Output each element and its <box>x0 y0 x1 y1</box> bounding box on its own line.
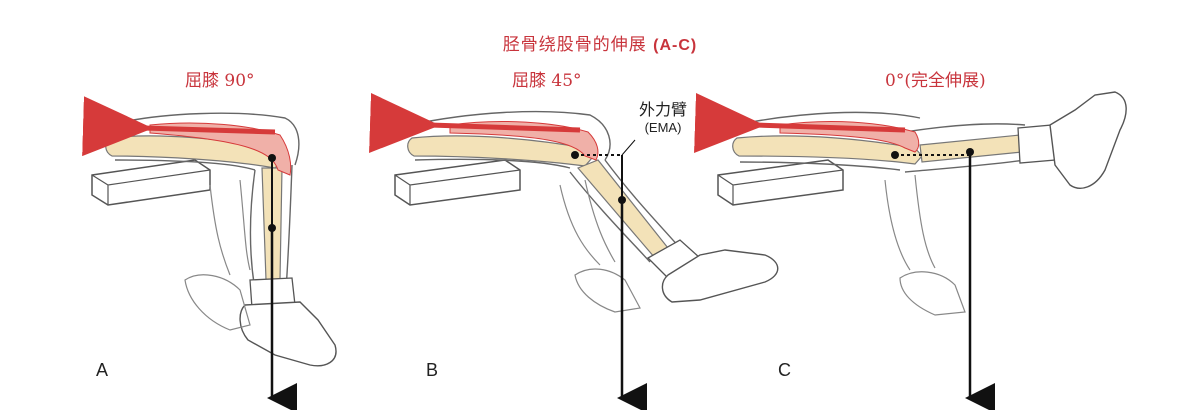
ema-annotation: 外力臂 (EMA) <box>628 96 698 135</box>
pull-arrow-c <box>694 93 906 153</box>
bench-b <box>394 159 521 206</box>
pull-arrow-a <box>82 96 276 157</box>
angle-label-c: 0°(完全伸展) <box>885 71 986 91</box>
bench-c <box>717 159 844 206</box>
shoe-b <box>661 249 779 303</box>
back-leg-a <box>184 179 251 331</box>
panel-letter-b: B <box>426 360 439 380</box>
panel-letter-a: A <box>96 360 109 380</box>
angle-label-b: 屈膝 45° <box>512 71 582 91</box>
figure-title-text: 胫骨绕股骨的伸展 <box>502 35 647 55</box>
angle-label-a: 屈膝 90° <box>185 71 255 91</box>
back-leg-c <box>884 174 966 316</box>
panel-b <box>369 93 779 410</box>
bench-a <box>91 159 211 206</box>
ema-abbr: (EMA) <box>644 120 682 135</box>
sock-c <box>1017 124 1056 164</box>
figure-title-range: (A-C) <box>653 37 698 54</box>
shoe-a <box>239 301 337 367</box>
ema-pointer-b <box>621 139 636 156</box>
panel-a <box>82 96 337 410</box>
panel-letter-c: C <box>778 360 791 380</box>
figure-title: 胫骨绕股骨的伸展 (A-C) <box>0 30 1200 55</box>
panel-c <box>694 91 1127 410</box>
back-leg-b <box>559 179 641 313</box>
pull-arrow-b <box>369 93 581 153</box>
quadriceps-a <box>149 122 292 176</box>
ema-label: 外力臂 <box>638 100 687 119</box>
shoe-c <box>1049 91 1127 189</box>
shin-outline-b <box>569 159 681 263</box>
shin-outline-c <box>904 123 1026 173</box>
thigh-outline-b <box>409 110 611 169</box>
